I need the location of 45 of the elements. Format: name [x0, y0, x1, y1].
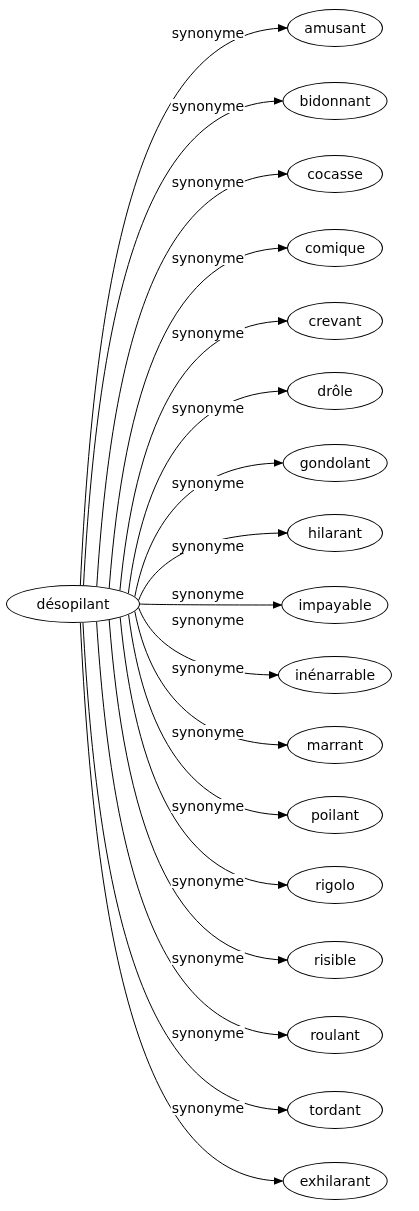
- arrow: [108, 244, 288, 589]
- arrow: [128, 614, 288, 819]
- ellipse-node: amusant: [287, 9, 383, 47]
- ellipse-node: désopilant: [6, 585, 140, 623]
- edge-label: synonyme: [170, 799, 246, 813]
- edge-label: synonyme: [170, 539, 246, 553]
- edge-label: synonyme: [170, 326, 246, 340]
- arrow: [82, 622, 288, 1113]
- edge-label: synonyme: [170, 476, 246, 490]
- edge-label: synonyme: [170, 661, 246, 675]
- arrow: [139, 601, 283, 609]
- ellipse-node: gondolant: [282, 444, 388, 482]
- arrow: [83, 98, 284, 586]
- ellipse-node: poilant: [287, 796, 383, 834]
- arrow: [96, 171, 288, 587]
- arrow: [79, 25, 288, 586]
- ellipse-node: rigolo: [287, 866, 383, 904]
- ellipse-node: risible: [287, 941, 383, 979]
- edge-label: synonyme: [170, 1026, 246, 1040]
- ellipse-node: cocasse: [287, 155, 383, 193]
- ellipse-node: bidonnant: [282, 82, 388, 120]
- ellipse-node: impayable: [281, 586, 389, 624]
- arrow: [108, 619, 288, 964]
- edge-label: synonyme: [170, 251, 246, 265]
- edge-label: synonyme: [170, 1101, 246, 1115]
- arrow: [119, 317, 288, 591]
- ellipse-node: drôle: [287, 372, 383, 410]
- ellipse-node: hilarant: [287, 514, 383, 552]
- arrow: [134, 459, 284, 598]
- ellipse-node: marrant: [287, 726, 383, 764]
- edge-label: synonyme: [170, 401, 246, 415]
- arrow: [119, 617, 288, 889]
- arrow: [79, 622, 284, 1184]
- ellipse-node: crevant: [287, 302, 383, 340]
- ellipse-node: comique: [287, 229, 383, 267]
- edge-label: synonyme: [170, 99, 246, 113]
- ellipse-node: inénarrable: [277, 656, 393, 694]
- ellipse-node: tordant: [287, 1091, 383, 1129]
- arrow: [96, 621, 288, 1038]
- ellipse-node: roulant: [287, 1016, 383, 1054]
- arrow: [127, 387, 288, 594]
- edge-label: synonyme: [170, 725, 246, 739]
- ellipse-node: exhilarant: [282, 1162, 388, 1200]
- edge-label: synonyme: [170, 951, 246, 965]
- edge-label: synonyme: [170, 874, 246, 888]
